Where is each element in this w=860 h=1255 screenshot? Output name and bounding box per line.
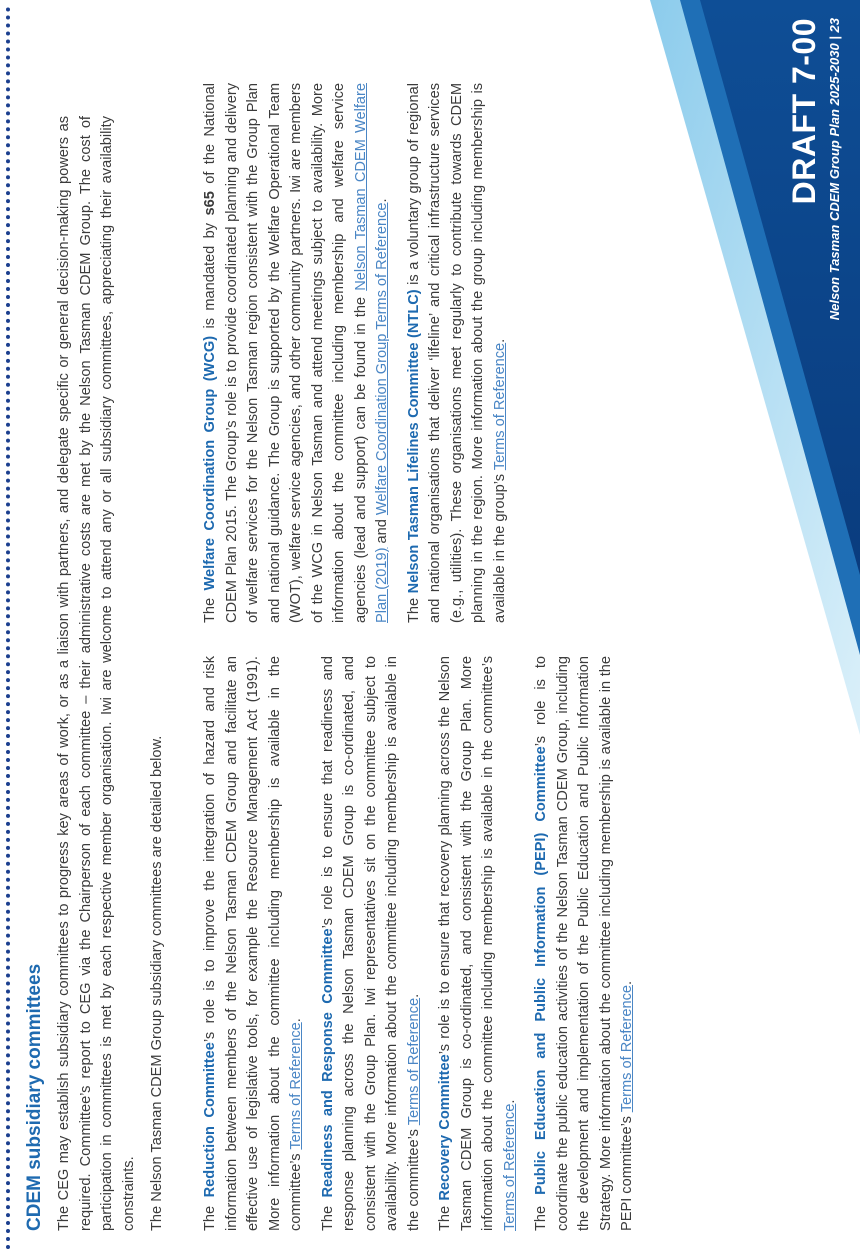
- readiness-term: Readiness and Response Committee: [319, 928, 336, 1198]
- ntlc-term: Nelson Tasman Lifelines Committee (NTLC): [405, 289, 422, 594]
- pepi-terms-link[interactable]: Terms of Reference: [619, 984, 635, 1113]
- intro-paragraph: The CEG may establish subsidiary committ…: [56, 116, 137, 1231]
- recovery-term: Recovery Committee: [437, 1054, 453, 1201]
- pepi-term: Public Education and Public Information …: [533, 746, 549, 1195]
- ntlc-terms-link[interactable]: Terms of Reference: [491, 342, 508, 471]
- footer-page-line: Nelson Tasman CDEM Group Plan 2025-2030 …: [827, 18, 842, 321]
- wcg-term: Welfare Coordination Group (WCG): [202, 335, 218, 591]
- wcg-terms-link[interactable]: Welfare Coordination Group Terms of Refe…: [374, 202, 390, 516]
- pepi-paragraph: The Public Education and Public Informat…: [533, 655, 635, 1231]
- intro-text: The CEG may establish subsidiary committ…: [54, 116, 176, 1231]
- wcg-paragraph: The Welfare Coordination Group (WCG) is …: [202, 83, 390, 623]
- readiness-paragraph: The Readiness and Response Committee’s r…: [319, 656, 422, 1231]
- left-column: The Reduction Committee’s role is to imp…: [200, 656, 649, 1231]
- recovery-paragraph: The Recovery Committee’s role is to ensu…: [437, 655, 518, 1231]
- reduction-term: Reduction Committee: [202, 1042, 218, 1198]
- footer-block: DRAFT 7-00 Nelson Tasman CDEM Group Plan…: [786, 18, 844, 320]
- draft-label: DRAFT 7-00: [786, 18, 822, 205]
- reduction-terms-link[interactable]: Terms of Reference: [288, 1022, 304, 1150]
- readiness-terms-link[interactable]: Terms of Reference: [405, 997, 422, 1126]
- right-column: The Welfare Coordination Group (WCG) is …: [200, 83, 521, 623]
- intro-summary: The Nelson Tasman CDEM Group subsidiary …: [149, 735, 165, 1231]
- recovery-terms-link[interactable]: Terms of Reference: [501, 1103, 518, 1231]
- section-heading: CDEM subsidiary committees: [24, 963, 45, 1231]
- ntlc-paragraph: The Nelson Tasman Lifelines Committee (N…: [405, 83, 508, 623]
- reduction-paragraph: The Reduction Committee’s role is to imp…: [202, 655, 304, 1231]
- s65-ref: s65: [202, 191, 218, 216]
- dotted-divider: [6, 6, 10, 1249]
